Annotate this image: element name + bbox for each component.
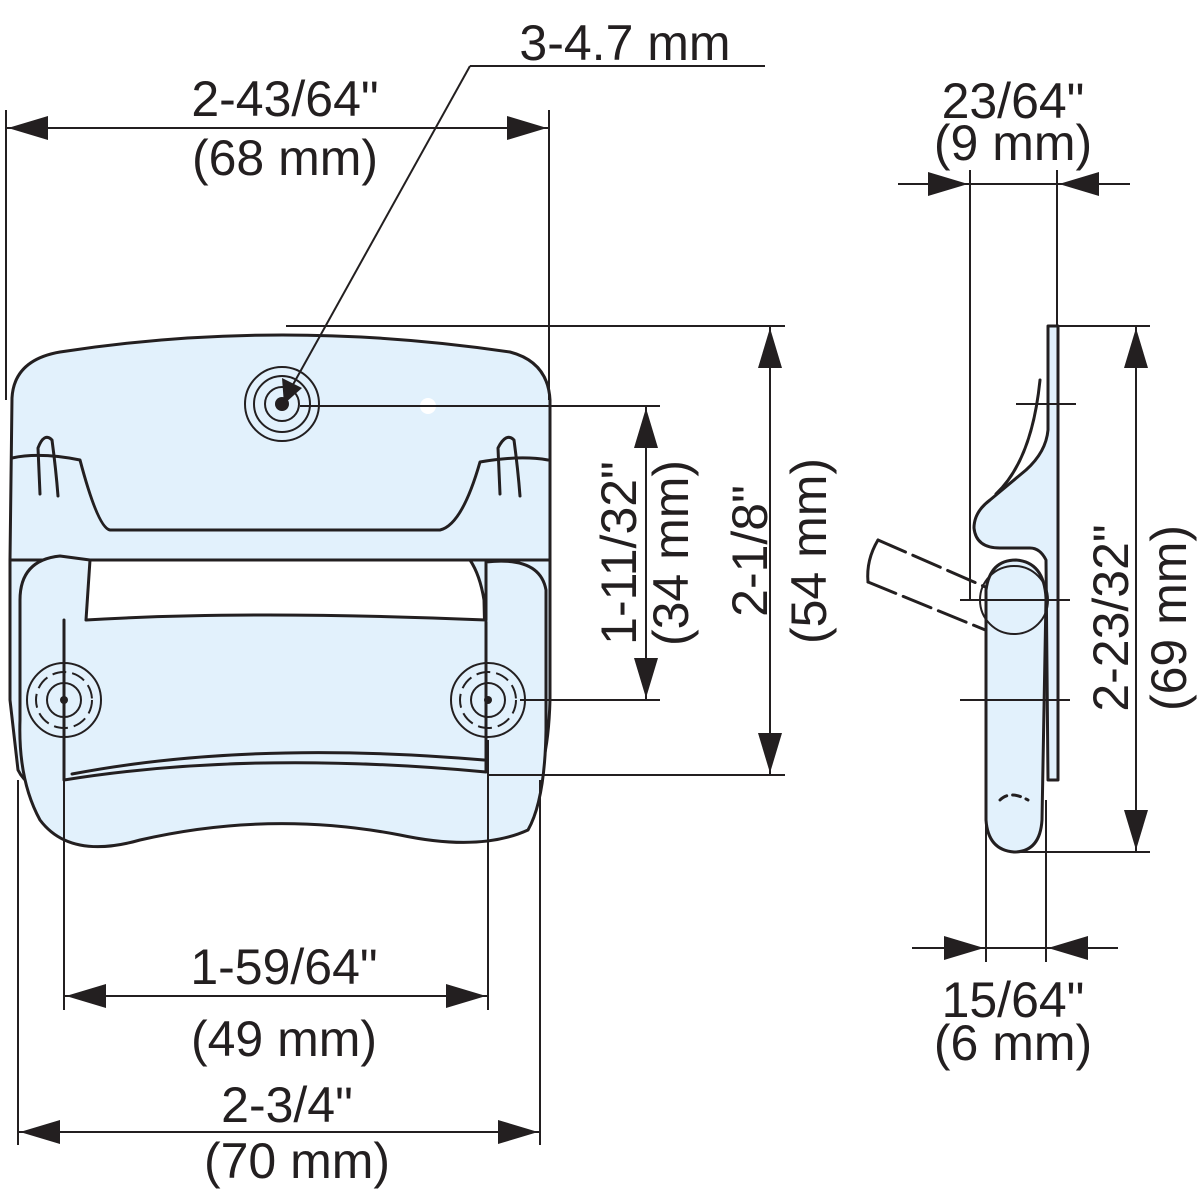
overall-width-arrow-right	[507, 116, 547, 140]
hole-height-mm: (34 mm)	[643, 460, 699, 646]
hole-spec-label: 3-4.7 mm	[519, 15, 730, 71]
plate-side-profile	[972, 324, 1060, 782]
mounting-plate	[8, 333, 552, 562]
overall-width-arrow-left	[8, 116, 48, 140]
plate-offset-arrow-right	[1059, 172, 1099, 196]
front-view	[8, 333, 552, 849]
total-height-arrow-bottom	[1124, 810, 1148, 850]
handle-inner-edge	[62, 618, 488, 782]
plate-offset-inch: 23/64"	[942, 73, 1085, 129]
handle-width-arrow-left	[20, 1120, 60, 1144]
plate-height-inch: 2-1/8"	[722, 485, 778, 617]
plate-height-arrow-bottom	[758, 733, 782, 773]
handle-folded-position	[866, 538, 1008, 638]
total-height-inch: 2-23/32"	[1083, 524, 1139, 711]
plate-height-mm: (54 mm)	[781, 458, 837, 644]
handle-width-arrow-right	[498, 1120, 538, 1144]
total-height-mm: (69 mm)	[1141, 525, 1197, 711]
plate-offset-mm: (9 mm)	[934, 115, 1092, 171]
hole-height-arrow-top	[634, 408, 658, 448]
plate-tab-left	[36, 435, 60, 498]
handle-thickness-arrow-right	[1048, 936, 1088, 960]
handle-width-mm: (70 mm)	[204, 1133, 390, 1189]
hole-height-arrow-bottom	[634, 658, 658, 698]
leader-arrow	[282, 378, 302, 404]
overall-width-inch: 2-43/64"	[191, 71, 378, 127]
handle-thickness-arrow-left	[944, 936, 984, 960]
handle-width-inch: 2-3/4"	[221, 1077, 353, 1133]
pivot-spacing-arrow-right	[446, 984, 486, 1008]
pivot-spacing-arrow-left	[66, 984, 106, 1008]
side-dimensions: 23/64" (9 mm) 2-23/32" (69 mm) 15/64" (6…	[898, 73, 1197, 1071]
total-height-arrow-top	[1124, 328, 1148, 368]
plate-height-arrow-top	[758, 328, 782, 368]
handle-thickness-inch: 15/64"	[942, 972, 1085, 1028]
handle-side-profile	[984, 558, 1048, 854]
pivot-spacing-mm: (49 mm)	[191, 1011, 377, 1067]
hole-height-inch: 1-11/32"	[591, 461, 647, 645]
pivot-hole-left	[26, 662, 102, 738]
handle-thickness-mm: (6 mm)	[934, 1015, 1092, 1071]
side-view	[866, 324, 1076, 854]
mounting-hole-top	[244, 366, 320, 442]
overall-width-mm: (68 mm)	[192, 130, 378, 186]
plate-tab-right	[496, 435, 522, 498]
handle-bar	[18, 554, 548, 849]
handle-grip-line	[70, 751, 486, 776]
front-dimensions: 3-4.7 mm 2-43/64" (68 mm) 1-11/32" (34 m…	[5, 15, 837, 1189]
plate-offset-arrow-left	[928, 172, 968, 196]
pivot-spacing-inch: 1-59/64"	[190, 939, 377, 995]
